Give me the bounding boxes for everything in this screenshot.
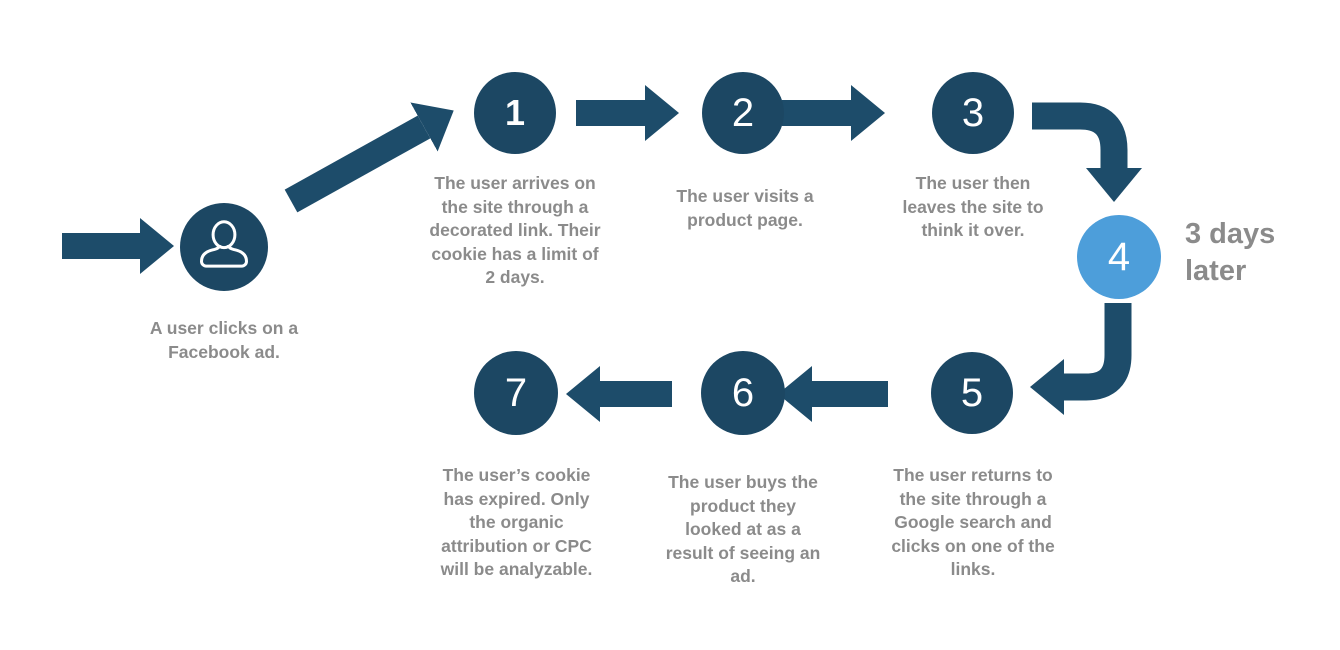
step-circle-3: 3 xyxy=(932,72,1014,154)
step-label-1: The user arrives on the site through a d… xyxy=(429,173,601,287)
step-label-3: The user then leaves the site to think i… xyxy=(902,173,1044,240)
step-label-5: The user returns to the site through a G… xyxy=(891,465,1055,579)
step-label-7: The user’s cookie has expired. Only the … xyxy=(440,465,593,579)
arrow-user-to-step1 xyxy=(284,102,454,213)
step-circle-5: 5 xyxy=(931,352,1013,434)
step-number-6: 6 xyxy=(731,370,755,415)
three-days-later-annotation: 3 days later xyxy=(1185,218,1276,287)
step-circle-2: 2 xyxy=(702,72,784,154)
start-node xyxy=(180,203,268,291)
step-circle-1: 1 xyxy=(474,72,556,154)
arrow-step3-to-step4 xyxy=(1032,102,1142,202)
step-number-7: 7 xyxy=(504,370,528,415)
step-number-3: 3 xyxy=(961,90,985,135)
arrow-step4-to-step5 xyxy=(1030,303,1132,415)
step-label-2: The user visits a product page. xyxy=(676,186,814,230)
step-number-2: 2 xyxy=(731,90,755,135)
step-circle-4: 4 xyxy=(1077,215,1161,299)
start-label: A user clicks on a Facebook ad. xyxy=(149,318,299,362)
user-icon xyxy=(194,217,254,277)
step-circle-6: 6 xyxy=(701,351,785,435)
step-number-1: 1 xyxy=(504,92,526,133)
step-number-4: 4 xyxy=(1107,234,1131,279)
step-label-6: The user buys the product they looked at… xyxy=(665,472,821,586)
step-number-5: 5 xyxy=(960,370,984,415)
step-circle-7: 7 xyxy=(474,351,558,435)
